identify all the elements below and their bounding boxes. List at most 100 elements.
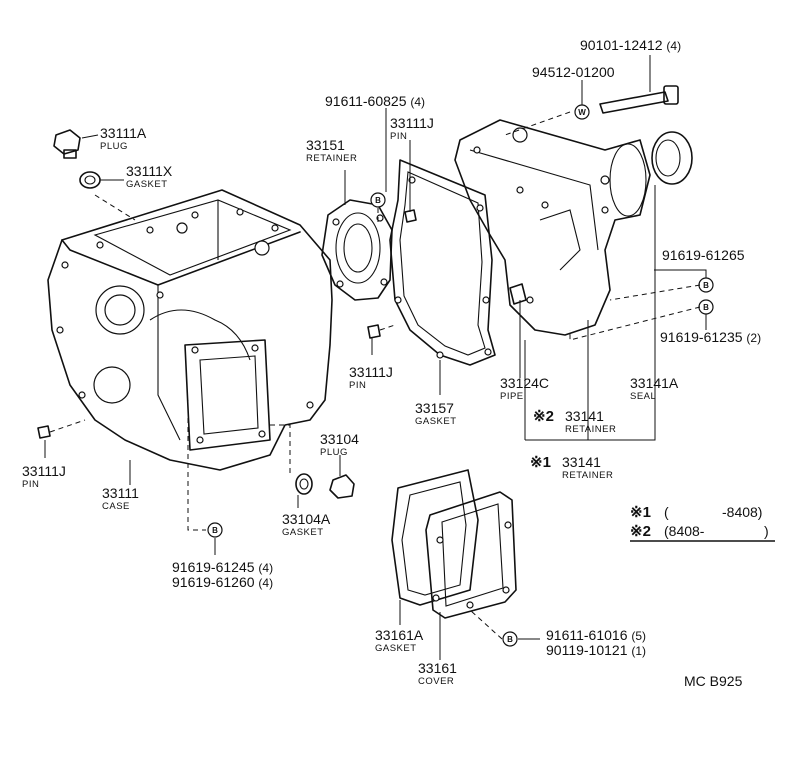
svg-text:※1: ※1: [630, 504, 651, 521]
svg-text:PLUG: PLUG: [100, 141, 128, 152]
breather-pipe-drawing: [509, 283, 527, 305]
svg-text:33141: 33141: [562, 454, 601, 470]
svg-text:33111: 33111: [102, 485, 139, 501]
callout-33141a: 33141A SEAL: [630, 375, 679, 402]
callout-33111: 33111 CASE: [102, 485, 139, 512]
svg-text:91611-60825 (4): 91611-60825 (4): [325, 93, 425, 109]
svg-text:33161: 33161: [418, 660, 457, 676]
svg-text:91619-61245 (4): 91619-61245 (4): [172, 559, 273, 575]
bolt-marker-extension-lower: B: [698, 299, 714, 315]
callout-91619-61235: 91619-61235 (2): [660, 329, 761, 345]
callout-94512-01200: 94512-01200: [532, 64, 615, 80]
transmission-case-drawing: [47, 189, 333, 471]
callout-33151: 33151 RETAINER: [306, 137, 357, 164]
svg-text:※1: ※1: [530, 454, 551, 471]
diagram-code: MC B925: [684, 673, 743, 689]
svg-text:33111J: 33111J: [390, 115, 434, 131]
svg-text:B: B: [375, 196, 381, 205]
callout-33111x: 33111X GASKET: [126, 163, 173, 190]
svg-text:33151: 33151: [306, 137, 345, 153]
callout-33161a: 33161A GASKET: [375, 627, 424, 654]
svg-text:33157: 33157: [415, 400, 454, 416]
callout-91619-61245: 91619-61245 (4): [172, 559, 273, 575]
svg-text:33141: 33141: [565, 408, 604, 424]
svg-text:33104A: 33104A: [282, 511, 331, 527]
svg-text:33124C: 33124C: [500, 375, 549, 391]
filler-plug-drawing: [329, 474, 355, 499]
pin-middle-drawing: [367, 324, 381, 339]
side-cover-drawing: [425, 491, 517, 619]
callout-91619-61265: 91619-61265: [662, 247, 745, 263]
bolt-marker-cover: B: [502, 631, 518, 647]
oil-seal-drawing: [651, 131, 693, 185]
svg-text:B: B: [703, 303, 709, 312]
callout-33141-variant-1: ※1 33141 RETAINER: [530, 454, 613, 481]
svg-text:B: B: [212, 526, 218, 535]
callout-33111a: 33111A PLUG: [100, 125, 147, 152]
svg-text:): ): [764, 523, 769, 539]
svg-text:COVER: COVER: [418, 676, 454, 687]
svg-text:33111J: 33111J: [349, 364, 393, 380]
bolt-marker-case: B: [207, 522, 223, 538]
model-year-legend: ※1 ( -8408) ※2 (8408- ): [630, 504, 775, 542]
callout-33124c: 33124C PIPE: [500, 375, 549, 402]
svg-text:90101-12412 (4): 90101-12412 (4): [580, 37, 681, 53]
svg-text:B: B: [507, 635, 513, 644]
extension-gasket-drawing: [389, 159, 496, 366]
leader-lines: [44, 55, 707, 660]
front-retainer-drawing: [321, 199, 393, 301]
svg-text:91619-61260 (4): 91619-61260 (4): [172, 574, 273, 590]
cover-gasket-drawing: [391, 469, 479, 606]
callout-91619-61260: 91619-61260 (4): [172, 574, 273, 590]
svg-text:CASE: CASE: [102, 501, 130, 512]
svg-text:PIN: PIN: [349, 380, 366, 391]
callout-33141-variant-2: ※2 33141 RETAINER: [533, 408, 616, 435]
svg-text:33111J: 33111J: [22, 463, 66, 479]
washer-marker: W: [574, 104, 590, 120]
drain-plug-drawing: [53, 129, 81, 159]
pin-left-drawing: [37, 425, 51, 439]
callout-33111j-top: 33111J PIN: [390, 115, 434, 142]
svg-text:RETAINER: RETAINER: [306, 153, 357, 164]
svg-text:※2: ※2: [533, 408, 554, 425]
callout-33104a: 33104A GASKET: [282, 511, 331, 538]
callout-90119-10121: 90119-10121 (1): [546, 642, 646, 658]
svg-text:91619-61265: 91619-61265: [662, 247, 745, 263]
extension-housing-drawing: [454, 119, 651, 336]
svg-text:GASKET: GASKET: [126, 179, 168, 190]
svg-text:RETAINER: RETAINER: [565, 424, 616, 435]
svg-text:GASKET: GASKET: [415, 416, 457, 427]
svg-text:GASKET: GASKET: [375, 643, 417, 654]
svg-text:RETAINER: RETAINER: [562, 470, 613, 481]
svg-text:33104: 33104: [320, 431, 359, 447]
callout-90101-12412: 90101-12412 (4): [580, 37, 681, 53]
svg-text:W: W: [578, 108, 586, 117]
svg-text:33161A: 33161A: [375, 627, 424, 643]
svg-text:91611-61016 (5): 91611-61016 (5): [546, 627, 646, 643]
svg-text:33141A: 33141A: [630, 375, 679, 391]
callout-33104: 33104 PLUG: [320, 431, 359, 458]
callout-91611-60825: 91611-60825 (4): [325, 93, 425, 109]
svg-text:94512-01200: 94512-01200: [532, 64, 615, 80]
callout-33157: 33157 GASKET: [415, 400, 457, 427]
svg-text:GASKET: GASKET: [282, 527, 324, 538]
svg-text:(: (: [664, 504, 669, 520]
pin-top-drawing: [404, 209, 417, 223]
callout-33111j-left: 33111J PIN: [22, 463, 66, 490]
extension-bolt-drawing: [599, 85, 679, 114]
svg-text:33111X: 33111X: [126, 163, 173, 179]
svg-text:33111A: 33111A: [100, 125, 147, 141]
svg-text:B: B: [703, 281, 709, 290]
bolt-marker-extension-upper: B: [698, 277, 714, 293]
svg-text:-8408): -8408): [722, 504, 762, 520]
svg-text:※2: ※2: [630, 523, 651, 540]
callout-33111j-middle: 33111J PIN: [349, 364, 393, 391]
callout-91611-61016: 91611-61016 (5): [546, 627, 646, 643]
plug-gasket-drawing: [79, 171, 101, 189]
filler-gasket-drawing: [295, 473, 313, 495]
svg-text:(8408-: (8408-: [664, 523, 705, 539]
svg-text:PIN: PIN: [390, 131, 407, 142]
svg-text:90119-10121 (1): 90119-10121 (1): [546, 642, 646, 658]
bolt-marker-retainer: B: [370, 192, 386, 208]
